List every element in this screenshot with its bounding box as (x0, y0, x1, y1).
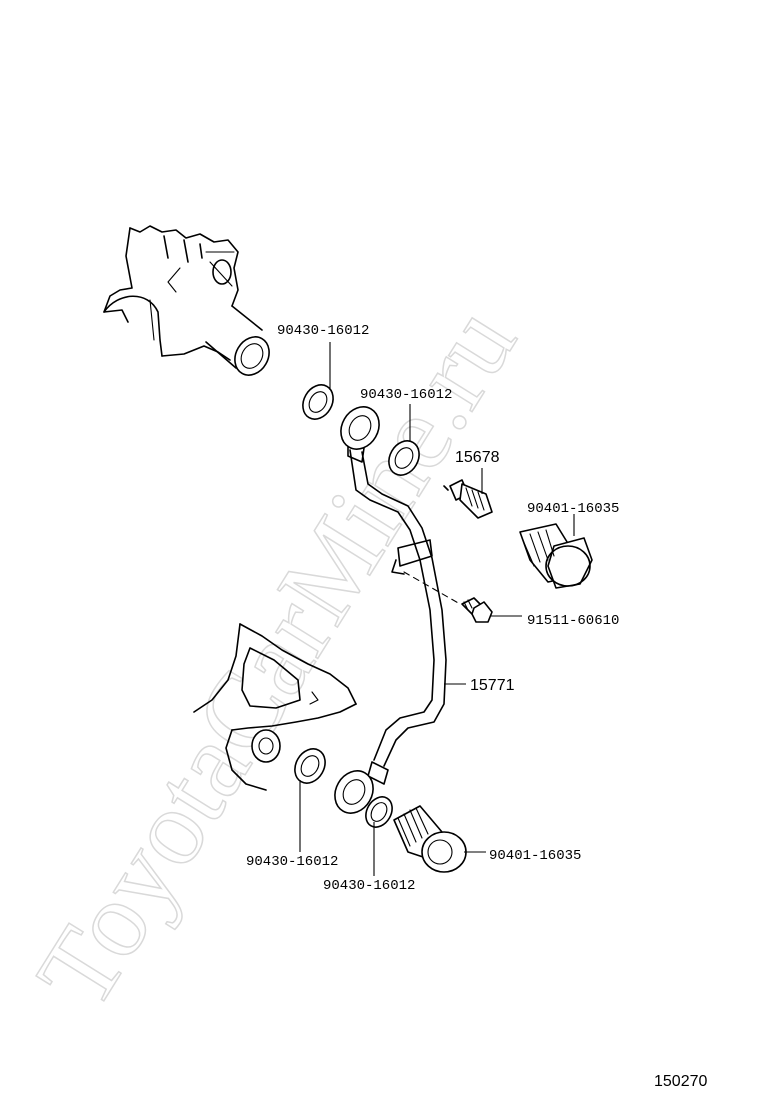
sensor-drawing (443, 479, 493, 519)
upper-housing-drawing (103, 225, 270, 376)
label-union-bolt-top: 90401-16035 (527, 501, 619, 517)
watermark-text: ToyotaCarMine.ru (14, 287, 538, 1028)
label-gasket-bottom-left: 90430-16012 (246, 854, 338, 870)
gasket-bottom-left (294, 748, 326, 784)
oil-pipe-drawing (334, 406, 461, 814)
gasket-bottom-center (365, 796, 393, 828)
gasket-top-left (302, 384, 334, 420)
label-oil-pipe: 15771 (470, 677, 515, 694)
figure-number: 150270 (654, 1073, 707, 1090)
label-sensor: 15678 (455, 449, 500, 466)
lower-bracket-drawing (193, 623, 357, 791)
union-bolt-bottom-drawing (393, 805, 467, 873)
label-gasket-top-left: 90430-16012 (277, 323, 369, 339)
label-gasket-bottom-center: 90430-16012 (323, 878, 415, 894)
label-gasket-top-right: 90430-16012 (360, 387, 452, 403)
label-bolt: 91511-60610 (527, 613, 619, 629)
label-union-bolt-bottom: 90401-16035 (489, 848, 581, 864)
leader-lines (299, 342, 575, 876)
bolt-drawing (461, 597, 493, 623)
gasket-top-right (388, 440, 420, 476)
union-bolt-top-drawing (519, 523, 593, 589)
